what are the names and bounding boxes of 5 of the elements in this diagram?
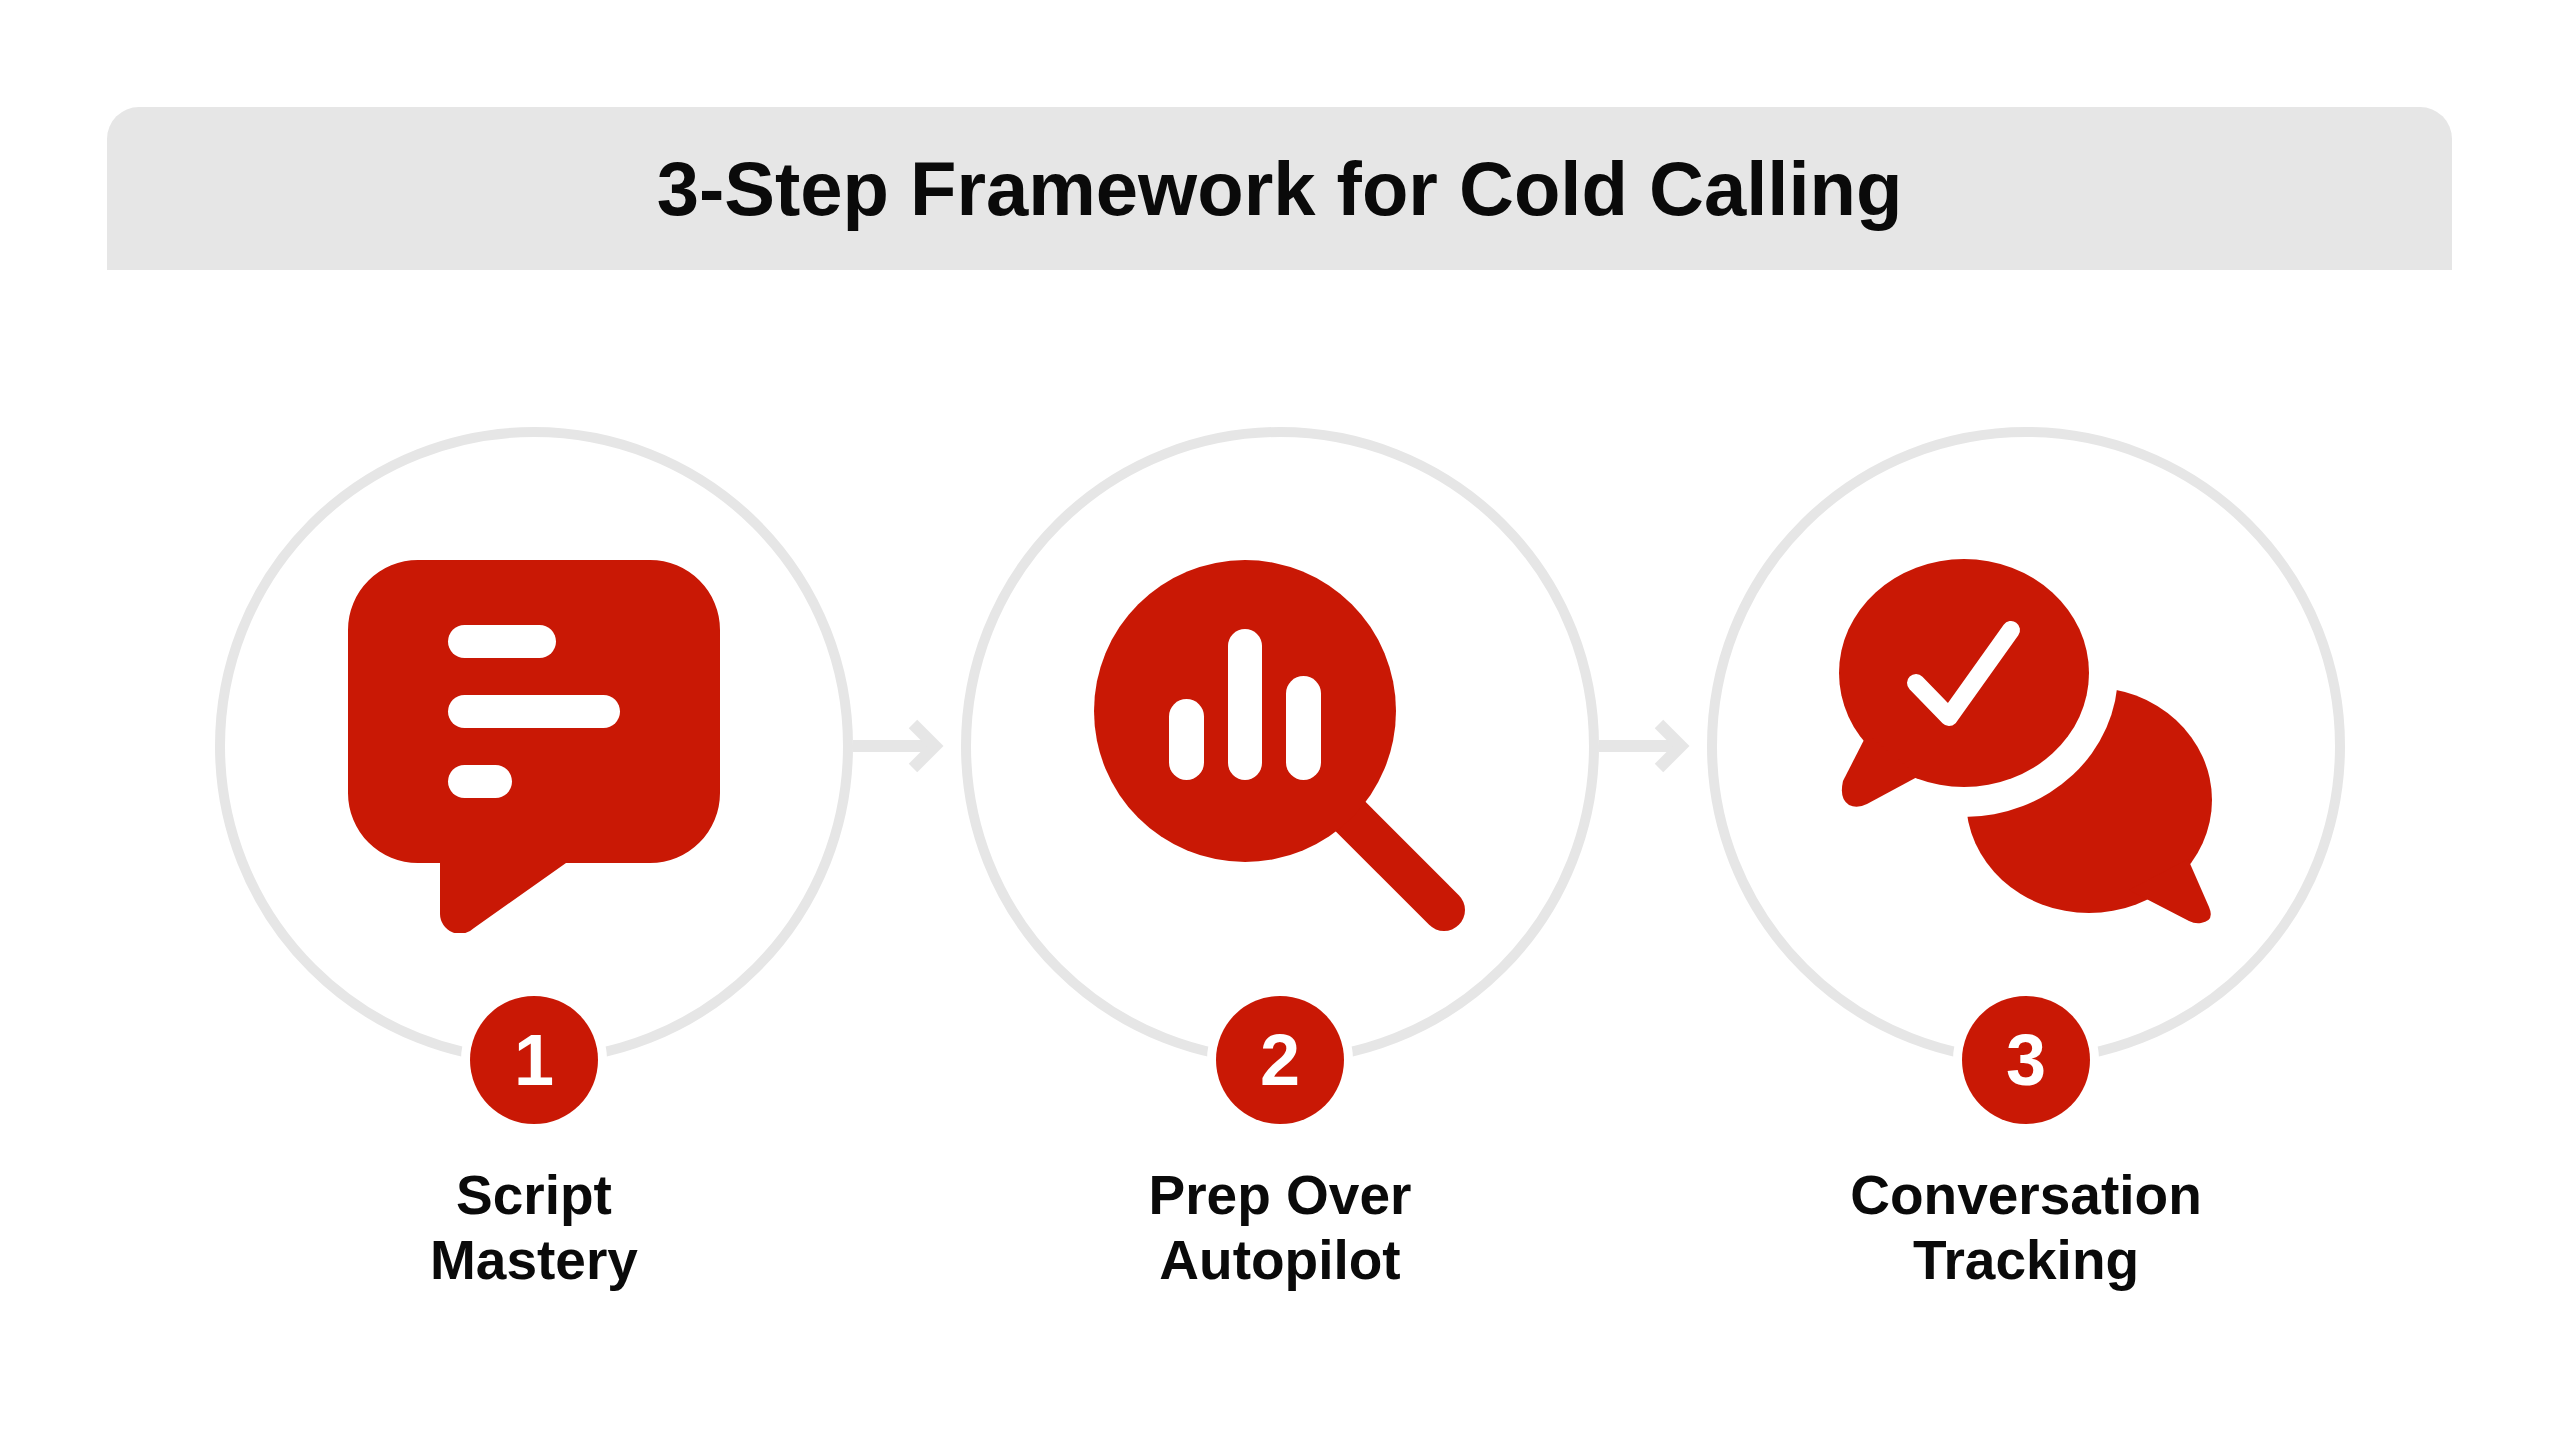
arrow bbox=[1599, 718, 1687, 774]
step-label: Prep Over Autopilot bbox=[1147, 1163, 1413, 1293]
step-label: Conversation Tracking bbox=[1849, 1163, 2203, 1293]
arrow bbox=[853, 718, 941, 774]
step-label: Script Mastery bbox=[429, 1163, 639, 1293]
